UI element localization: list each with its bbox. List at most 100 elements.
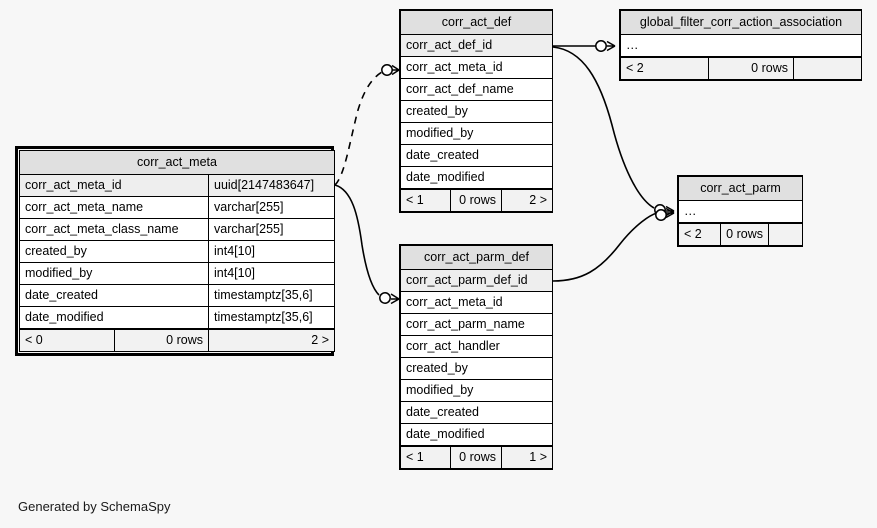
footer-parents-count[interactable]: < 1 bbox=[400, 189, 451, 212]
footer-row-count: 0 rows bbox=[450, 189, 502, 212]
table-row[interactable]: created_by bbox=[400, 100, 553, 123]
table-row[interactable]: corr_act_parm_name bbox=[400, 313, 553, 336]
column-name: corr_act_handler bbox=[400, 335, 553, 358]
table-row-collapsed[interactable]: … bbox=[620, 34, 862, 57]
table-corr-act-parm[interactable]: corr_act_parm … < 2 0 rows bbox=[677, 175, 803, 247]
footer-children-count[interactable]: 2 > bbox=[208, 329, 335, 352]
column-name: modified_by bbox=[400, 122, 553, 145]
table-title-row: corr_act_parm_def bbox=[400, 245, 553, 270]
table-title-row: global_filter_corr_action_association bbox=[620, 10, 862, 35]
table-corr-act-parm-def-grid: corr_act_parm_def corr_act_parm_def_id c… bbox=[400, 245, 553, 446]
footer-children-count[interactable] bbox=[768, 223, 803, 246]
column-type: timestamptz[35,6] bbox=[208, 284, 335, 307]
table-row[interactable]: modified_by bbox=[400, 379, 553, 402]
footer-row-count: 0 rows bbox=[114, 329, 209, 352]
edge-corr-act-def-to-global-filter bbox=[553, 40, 616, 52]
edge-corr-act-meta-to-corr-act-def bbox=[334, 64, 400, 186]
table-title-corr-act-parm: corr_act_parm bbox=[678, 176, 803, 201]
table-row-collapsed[interactable]: … bbox=[678, 200, 803, 223]
column-name: date_created bbox=[400, 144, 553, 167]
edge-corr-act-parm-def-to-corr-act-parm bbox=[552, 207, 675, 282]
table-corr-act-parm-def[interactable]: corr_act_parm_def corr_act_parm_def_id c… bbox=[399, 244, 553, 470]
table-corr-act-parm-grid: corr_act_parm … bbox=[678, 176, 803, 223]
table-row[interactable]: corr_act_meta_id bbox=[400, 56, 553, 79]
table-row[interactable]: corr_act_meta_class_name varchar[255] bbox=[19, 218, 335, 241]
table-row[interactable]: corr_act_meta_name varchar[255] bbox=[19, 196, 335, 219]
table-row[interactable]: corr_act_handler bbox=[400, 335, 553, 358]
column-name: modified_by bbox=[19, 262, 209, 285]
column-name: corr_act_meta_id bbox=[400, 291, 553, 314]
footer-children-count[interactable]: 1 > bbox=[501, 446, 553, 469]
table-row[interactable]: date_modified bbox=[400, 423, 553, 446]
table-row[interactable]: date_created bbox=[400, 401, 553, 424]
table-footer-row: < 1 0 rows 1 > bbox=[400, 446, 553, 469]
table-corr-act-def[interactable]: corr_act_def corr_act_def_id corr_act_me… bbox=[399, 9, 553, 213]
footer-parents-count[interactable]: < 2 bbox=[678, 223, 721, 246]
column-name: date_modified bbox=[19, 306, 209, 329]
footer-row-count: 0 rows bbox=[720, 223, 769, 246]
footer-parents-count[interactable]: < 2 bbox=[620, 57, 709, 80]
table-row[interactable]: modified_by int4[10] bbox=[19, 262, 335, 285]
table-title-corr-act-meta: corr_act_meta bbox=[19, 150, 335, 175]
table-row[interactable]: date_modified timestamptz[35,6] bbox=[19, 306, 335, 329]
table-row[interactable]: created_by bbox=[400, 357, 553, 380]
table-title-corr-act-def: corr_act_def bbox=[400, 10, 553, 35]
table-corr-act-meta-footer: < 0 0 rows 2 > bbox=[19, 329, 335, 352]
table-row[interactable]: date_created bbox=[400, 144, 553, 167]
table-title-row: corr_act_parm bbox=[678, 176, 803, 201]
column-name: corr_act_def_name bbox=[400, 78, 553, 101]
table-row[interactable]: modified_by bbox=[400, 122, 553, 145]
column-name: corr_act_def_id bbox=[400, 34, 553, 57]
footer-row-count: 0 rows bbox=[450, 446, 502, 469]
table-row[interactable]: corr_act_parm_def_id bbox=[400, 269, 553, 292]
column-name: date_modified bbox=[400, 166, 553, 189]
table-footer-row: < 2 0 rows bbox=[678, 223, 803, 246]
column-name: modified_by bbox=[400, 379, 553, 402]
column-name: corr_act_meta_name bbox=[19, 196, 209, 219]
diagram-caption: Generated by SchemaSpy bbox=[18, 499, 171, 514]
table-title-row: corr_act_def bbox=[400, 10, 553, 35]
table-title-global-filter-corr-action-association: global_filter_corr_action_association bbox=[620, 10, 862, 35]
column-name: created_by bbox=[19, 240, 209, 263]
column-name: created_by bbox=[400, 357, 553, 380]
table-footer-row: < 2 0 rows bbox=[620, 57, 862, 80]
collapsed-columns-indicator: … bbox=[678, 200, 803, 223]
column-type: int4[10] bbox=[208, 262, 335, 285]
table-corr-act-meta[interactable]: corr_act_meta corr_act_meta_id uuid[2147… bbox=[15, 146, 335, 356]
table-footer-row: < 0 0 rows 2 > bbox=[19, 329, 335, 352]
column-type: varchar[255] bbox=[208, 218, 335, 241]
table-row[interactable]: corr_act_meta_id uuid[2147483647] bbox=[19, 174, 335, 197]
table-title-corr-act-parm-def: corr_act_parm_def bbox=[400, 245, 553, 270]
column-type: timestamptz[35,6] bbox=[208, 306, 335, 329]
table-corr-act-def-grid: corr_act_def corr_act_def_id corr_act_me… bbox=[400, 10, 553, 189]
table-global-filter-corr-action-association[interactable]: global_filter_corr_action_association … … bbox=[619, 9, 862, 81]
table-row[interactable]: corr_act_meta_id bbox=[400, 291, 553, 314]
footer-parents-count[interactable]: < 1 bbox=[400, 446, 451, 469]
column-type: int4[10] bbox=[208, 240, 335, 263]
edge-corr-act-meta-to-corr-act-parm-def bbox=[334, 184, 400, 305]
footer-row-count: 0 rows bbox=[708, 57, 794, 80]
table-global-filter-grid: global_filter_corr_action_association … bbox=[620, 10, 862, 57]
footer-parents-count[interactable]: < 0 bbox=[19, 329, 115, 352]
collapsed-columns-indicator: … bbox=[620, 34, 862, 57]
column-name: date_created bbox=[19, 284, 209, 307]
table-row[interactable]: date_modified bbox=[400, 166, 553, 189]
table-corr-act-meta-grid: corr_act_meta corr_act_meta_id uuid[2147… bbox=[19, 150, 335, 329]
footer-children-count[interactable]: 2 > bbox=[501, 189, 553, 212]
table-title-row: corr_act_meta bbox=[19, 150, 335, 175]
table-row[interactable]: created_by int4[10] bbox=[19, 240, 335, 263]
table-global-filter-footer: < 2 0 rows bbox=[620, 57, 862, 80]
footer-children-count[interactable] bbox=[793, 57, 862, 80]
column-name: corr_act_meta_id bbox=[400, 56, 553, 79]
table-row[interactable]: date_created timestamptz[35,6] bbox=[19, 284, 335, 307]
column-name: corr_act_meta_class_name bbox=[19, 218, 209, 241]
column-name: date_created bbox=[400, 401, 553, 424]
column-type: uuid[2147483647] bbox=[208, 174, 335, 197]
table-footer-row: < 1 0 rows 2 > bbox=[400, 189, 553, 212]
table-row[interactable]: corr_act_def_name bbox=[400, 78, 553, 101]
table-corr-act-parm-footer: < 2 0 rows bbox=[678, 223, 803, 246]
table-row[interactable]: corr_act_def_id bbox=[400, 34, 553, 57]
table-corr-act-parm-def-footer: < 1 0 rows 1 > bbox=[400, 446, 553, 469]
column-name: corr_act_meta_id bbox=[19, 174, 209, 197]
